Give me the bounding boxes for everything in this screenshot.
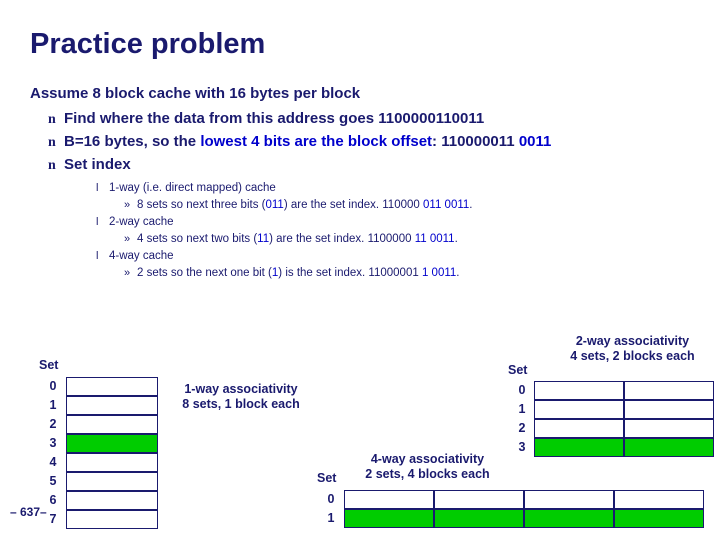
one-way-block-1-0 bbox=[66, 396, 158, 415]
bullet-l3-3-pre: 2 sets so the next one bit ( bbox=[137, 267, 272, 279]
one-way-block-0-0 bbox=[66, 377, 158, 396]
bullet-marker-icon: » bbox=[124, 267, 131, 279]
two-way-row-label-3: 3 bbox=[518, 440, 526, 454]
bullet-marker-icon: » bbox=[124, 199, 131, 211]
bullet-l1-2-pre: B=16 bytes, so the bbox=[64, 133, 201, 150]
bullet-l3-3-post: . bbox=[456, 267, 460, 279]
four-way-row-label-1: 1 bbox=[327, 511, 335, 525]
bullet-l3-2-pre: 4 sets so next two bits ( bbox=[137, 233, 258, 245]
bullet-l3-3-hl2: 1 bbox=[421, 267, 429, 279]
page-number: – 637– bbox=[10, 505, 47, 519]
bullet-l3-1-pre: 8 sets so next three bits ( bbox=[137, 199, 266, 211]
two-way-block-0-0 bbox=[534, 381, 624, 400]
one-way-block-4-0 bbox=[66, 453, 158, 472]
two-way-block-2-1 bbox=[624, 419, 714, 438]
one-way-row-label-2: 2 bbox=[49, 417, 57, 431]
two-way-block-3-1 bbox=[624, 438, 714, 457]
one-way-row-label-5: 5 bbox=[49, 474, 57, 488]
one-way-set-label: Set bbox=[39, 358, 59, 372]
one-way-caption-line1: 1-way associativity bbox=[184, 382, 298, 396]
bullet-l1-2-tail-highlight: 0011 bbox=[518, 133, 552, 150]
one-way-row-label-3: 3 bbox=[49, 436, 57, 450]
bullet-marker-icon: n bbox=[48, 112, 56, 127]
two-way-block-1-0 bbox=[534, 400, 624, 419]
bullet-marker-icon: l bbox=[96, 216, 99, 228]
bullet-l3-1-hl1: 011 bbox=[265, 199, 284, 211]
one-way-row-label-4: 4 bbox=[49, 455, 57, 469]
four-way-block-1-3 bbox=[614, 509, 704, 528]
bullet-marker-icon: l bbox=[96, 250, 99, 262]
two-way-caption-line1: 2-way associativity bbox=[575, 334, 690, 348]
bullet-l2-3-text: 4-way cache bbox=[109, 250, 174, 262]
bullet-l3-3-hl1: 1 bbox=[271, 267, 279, 279]
assume-line: Assume 8 block cache with 16 bytes per b… bbox=[30, 85, 361, 102]
bullet-l2-1: l 1-way (i.e. direct mapped) cache bbox=[96, 182, 276, 194]
four-way-row-label-0: 0 bbox=[327, 492, 335, 506]
one-way-row-label-1: 1 bbox=[49, 398, 57, 412]
one-way-block-7-0 bbox=[66, 510, 158, 529]
bullet-marker-icon: l bbox=[96, 182, 99, 194]
two-way-block-2-0 bbox=[534, 419, 624, 438]
two-way-block-1-1 bbox=[624, 400, 714, 419]
one-way-row-label-6: 6 bbox=[49, 493, 57, 507]
bullet-l2-2: l 2-way cache bbox=[96, 216, 174, 228]
bullet-l1-1: n Find where the data from this address g… bbox=[48, 110, 484, 128]
bullet-l3-2-mid: ) are the set index. 1100000 bbox=[269, 233, 415, 245]
bullet-l1-3: n Set index bbox=[48, 156, 131, 174]
two-way-row-label-0: 0 bbox=[518, 383, 526, 397]
bullet-l2-1-text: 1-way (i.e. direct mapped) cache bbox=[109, 182, 276, 194]
one-way-row-label-7: 7 bbox=[49, 512, 57, 526]
four-way-block-0-1 bbox=[434, 490, 524, 509]
bullet-marker-icon: n bbox=[48, 135, 56, 150]
bullet-l3-2-hl3: 0011 bbox=[429, 233, 455, 245]
four-way-block-0-3 bbox=[614, 490, 704, 509]
two-way-block-0-1 bbox=[624, 381, 714, 400]
bullet-l3-3-hl3: 0011 bbox=[431, 267, 457, 279]
bullet-l1-3-text: Set index bbox=[64, 156, 131, 173]
bullet-l3-2-post: . bbox=[454, 233, 458, 245]
four-way-block-1-2 bbox=[524, 509, 614, 528]
bullet-l3-2: »4 sets so next two bits (11) are the se… bbox=[124, 233, 458, 245]
bullet-l3-1: »8 sets so next three bits (011) are the… bbox=[124, 199, 472, 211]
bullet-l1-1-text: Find where the data from this address go… bbox=[64, 110, 485, 127]
bullet-l3-2-hl2: 11 bbox=[414, 233, 427, 245]
bullet-l1-2-post: : 110000011 bbox=[432, 133, 519, 150]
one-way-caption-line2: 8 sets, 1 block each bbox=[182, 397, 300, 411]
two-way-row-label-1: 1 bbox=[518, 402, 526, 416]
four-way-caption-line2: 2 sets, 4 blocks each bbox=[365, 467, 490, 481]
four-way-block-1-1 bbox=[434, 509, 524, 528]
four-way-block-1-0 bbox=[344, 509, 434, 528]
four-way-caption-line1: 4-way associativity bbox=[370, 452, 485, 466]
page-title: Practice problem bbox=[30, 28, 266, 60]
four-way-block-0-0 bbox=[344, 490, 434, 509]
bullet-l1-2: n B=16 bytes, so the lowest 4 bits are th… bbox=[48, 133, 551, 151]
four-way-block-0-2 bbox=[524, 490, 614, 509]
four-way-set-label: Set bbox=[317, 471, 337, 485]
bullet-l3-2-hl1: 11 bbox=[257, 233, 270, 245]
one-way-block-5-0 bbox=[66, 472, 158, 491]
two-way-block-3-0 bbox=[534, 438, 624, 457]
bullet-l3-3: »2 sets so the next one bit (1) is the s… bbox=[124, 267, 459, 279]
one-way-row-label-0: 0 bbox=[49, 379, 57, 393]
bullet-l3-1-post: . bbox=[469, 199, 473, 211]
bullet-marker-icon: n bbox=[48, 158, 56, 173]
bullet-l3-3-mid: ) is the set index. 11000001 bbox=[278, 267, 422, 279]
one-way-block-2-0 bbox=[66, 415, 158, 434]
bullet-l2-3: l 4-way cache bbox=[96, 250, 174, 262]
two-way-row-label-2: 2 bbox=[518, 421, 526, 435]
two-way-set-label: Set bbox=[508, 363, 528, 377]
bullet-l1-2-highlight: lowest 4 bits are the block offset bbox=[200, 133, 433, 150]
bullet-l2-2-text: 2-way cache bbox=[109, 216, 174, 228]
bullet-l3-1-hl2: 011 bbox=[423, 199, 442, 211]
bullet-marker-icon: » bbox=[124, 233, 131, 245]
one-way-block-3-0 bbox=[66, 434, 158, 453]
bullet-l3-1-mid: ) are the set index. 110000 bbox=[283, 199, 423, 211]
two-way-caption-line2: 4 sets, 2 blocks each bbox=[570, 349, 695, 363]
bullet-l3-1-hl3: 0011 bbox=[444, 199, 470, 211]
one-way-block-6-0 bbox=[66, 491, 158, 510]
